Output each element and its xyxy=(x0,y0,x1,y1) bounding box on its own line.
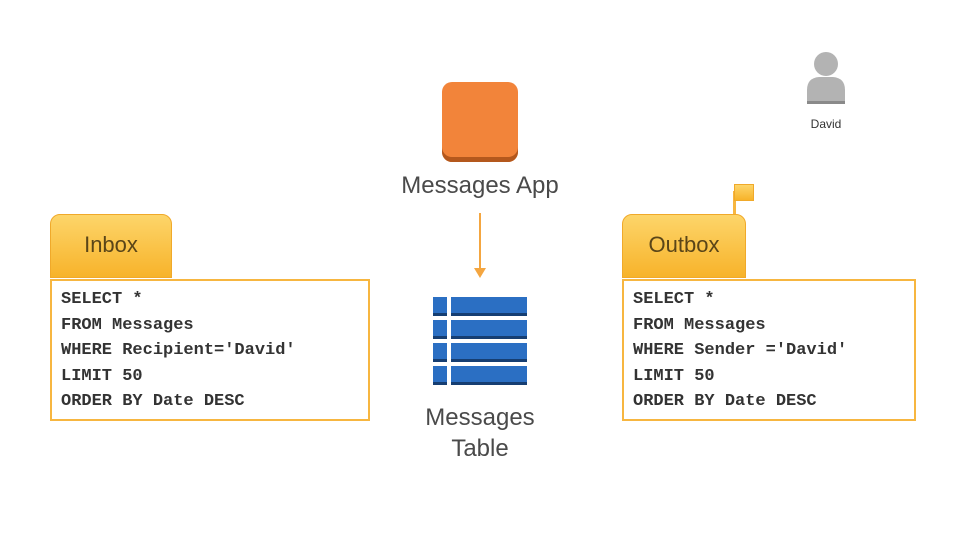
table-label-line1: Messages xyxy=(425,404,535,431)
inbox-query: SELECT * FROM Messages WHERE Recipient='… xyxy=(50,279,370,421)
user-icon xyxy=(805,50,847,106)
table-label: Messages Table xyxy=(400,402,560,464)
outbox-query: SELECT * FROM Messages WHERE Sender ='Da… xyxy=(622,279,916,421)
table-icon xyxy=(433,297,527,385)
query-line: LIMIT 50 xyxy=(61,366,143,386)
outbox-folder-tab: Outbox xyxy=(622,214,746,278)
flag-icon xyxy=(734,184,754,201)
app-icon xyxy=(442,82,518,162)
inbox-label: Inbox xyxy=(84,232,138,257)
query-line: SELECT * xyxy=(633,290,715,309)
query-line: FROM Messages xyxy=(633,315,766,335)
arrow-down-icon xyxy=(474,268,486,278)
query-line: ORDER BY Date DESC xyxy=(61,392,245,411)
query-line: WHERE Recipient='David' xyxy=(61,341,296,360)
user-name: David xyxy=(810,117,842,131)
query-line: ORDER BY Date DESC xyxy=(633,392,817,411)
query-line: FROM Messages xyxy=(61,315,194,335)
arrow-line xyxy=(479,213,481,273)
outbox-label: Outbox xyxy=(648,232,720,257)
flag-pole xyxy=(733,191,736,217)
app-label: Messages App xyxy=(401,172,559,199)
query-line: SELECT * xyxy=(61,290,143,309)
inbox-folder-tab: Inbox xyxy=(50,214,172,278)
query-line: LIMIT 50 xyxy=(633,366,715,386)
table-label-line2: Table xyxy=(451,435,509,462)
query-line: WHERE Sender ='David' xyxy=(633,341,848,360)
